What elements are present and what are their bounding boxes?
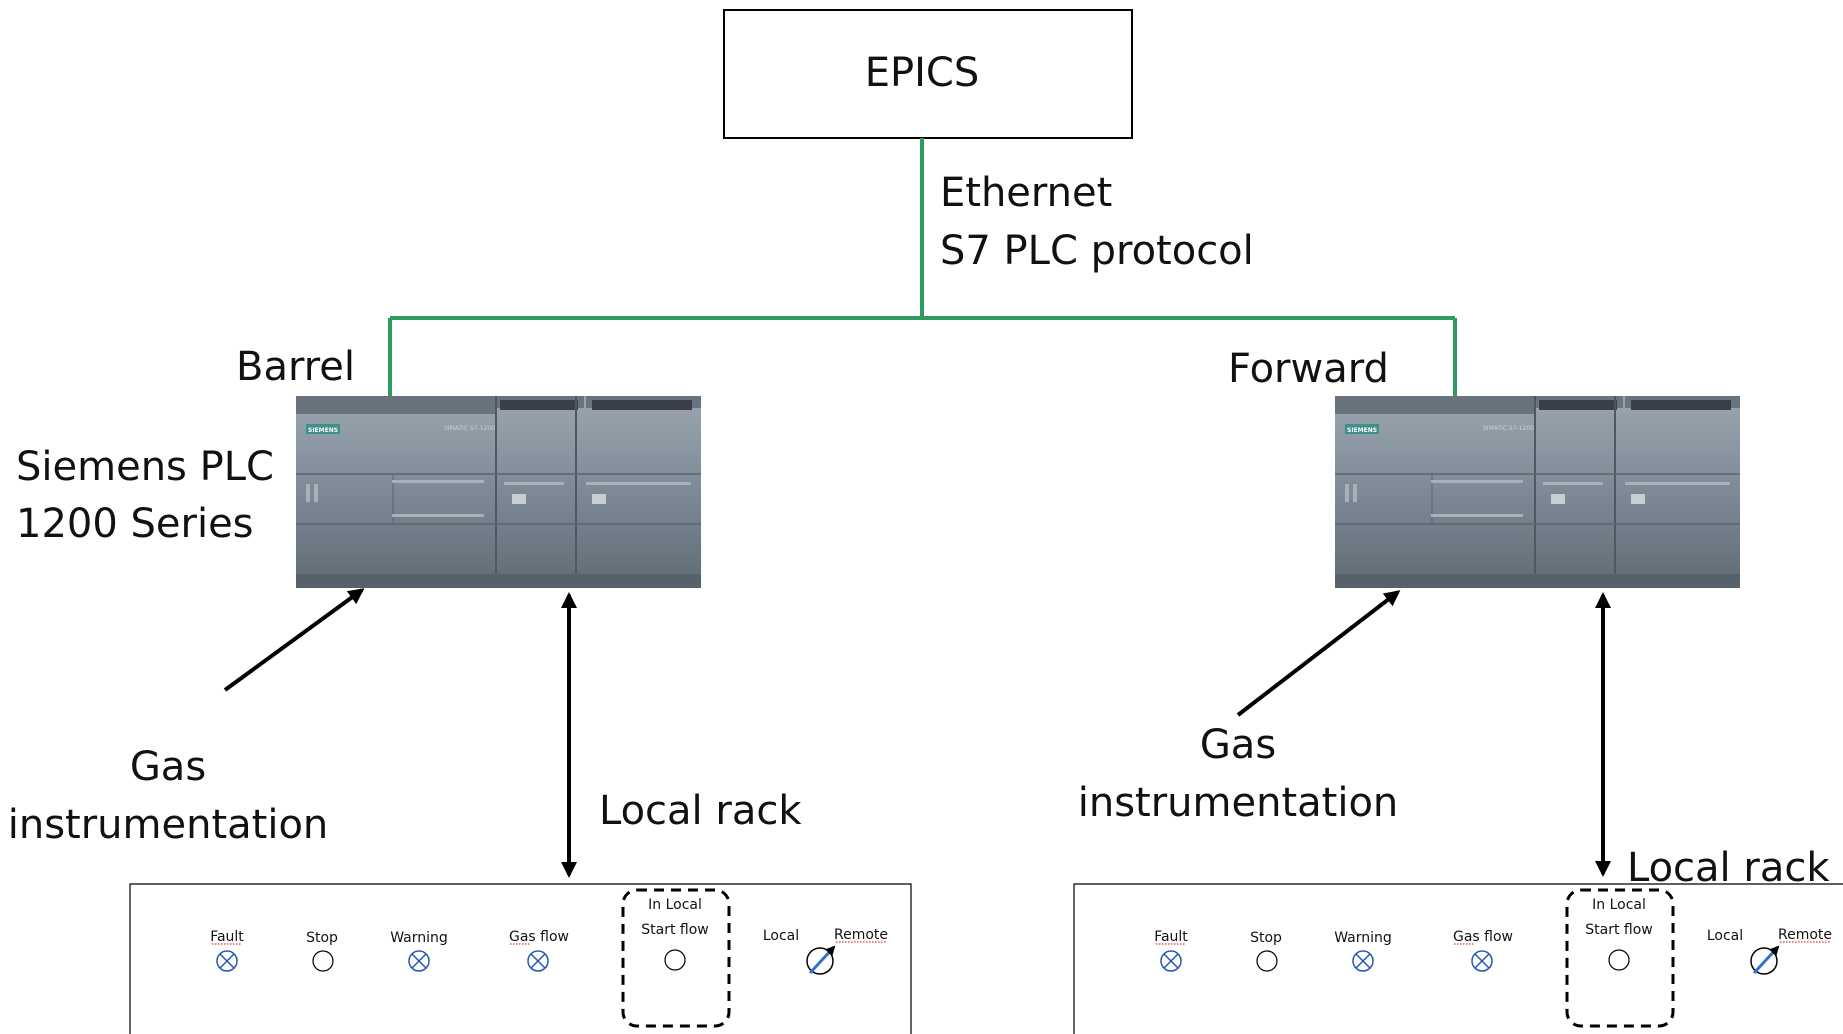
forward-start-flow-label: Start flow bbox=[1585, 922, 1652, 938]
barrel-stop-label: Stop bbox=[306, 930, 338, 946]
forward-start-flow-button[interactable] bbox=[1608, 949, 1630, 971]
forward-in-local-label: In Local bbox=[1592, 897, 1646, 913]
barrel-warning-label: Warning bbox=[390, 930, 448, 946]
forward-warning-indicator bbox=[1352, 950, 1374, 972]
forward-plc: SIEMENS SIMATIC S7-1200 bbox=[1335, 396, 1740, 588]
barrel-gasflow-indicator bbox=[527, 950, 549, 972]
forward-warning-label: Warning bbox=[1334, 930, 1392, 946]
barrel-rack-panel: Fault Stop Warning Gas flow In Local Sta… bbox=[129, 883, 912, 1034]
epics-label: EPICS bbox=[865, 50, 980, 96]
barrel-in-local-label: In Local bbox=[648, 897, 702, 913]
forward-gas-arrow bbox=[1236, 590, 1401, 717]
barrel-gasflow-label: Gas flow bbox=[509, 929, 569, 945]
forward-plc-model: SIMATIC S7-1200 bbox=[1483, 425, 1534, 432]
barrel-warning-indicator bbox=[408, 950, 430, 972]
forward-gasflow-indicator bbox=[1471, 950, 1493, 972]
barrel-start-flow-button[interactable] bbox=[664, 949, 686, 971]
plc-type-line1: Siemens PLC bbox=[16, 444, 274, 490]
forward-fault-label: Fault bbox=[1154, 929, 1188, 945]
barrel-local-label: Local bbox=[763, 928, 799, 944]
link-line1: Ethernet bbox=[940, 170, 1112, 216]
forward-rack-panel: Fault Stop Warning Gas flow In Local Sta… bbox=[1073, 883, 1843, 1034]
barrel-remote-label: Remote bbox=[834, 927, 888, 943]
forward-fault-indicator bbox=[1160, 950, 1182, 972]
forward-mode-switch[interactable] bbox=[1750, 945, 1780, 975]
barrel-title: Barrel bbox=[236, 344, 355, 390]
forward-title: Forward bbox=[1228, 346, 1389, 392]
barrel-gas-line1: Gas bbox=[130, 744, 206, 790]
ethernet-network bbox=[388, 138, 1457, 402]
forward-start-flow-group bbox=[1565, 888, 1675, 1028]
barrel-start-flow-label: Start flow bbox=[641, 922, 708, 938]
barrel-gas-arrow bbox=[223, 588, 365, 692]
forward-local-rack-label: Local rack bbox=[1627, 845, 1830, 891]
forward-gas-line1: Gas bbox=[1200, 722, 1276, 768]
forward-gas-line2: instrumentation bbox=[1078, 780, 1399, 826]
barrel-plc-model: SIMATIC S7-1200 bbox=[444, 425, 495, 432]
barrel-plc-brand: SIEMENS bbox=[308, 427, 338, 434]
barrel-mode-switch[interactable] bbox=[806, 945, 836, 975]
link-line2: S7 PLC protocol bbox=[940, 228, 1254, 274]
barrel-fault-indicator bbox=[216, 950, 238, 972]
barrel-fault-label: Fault bbox=[210, 929, 244, 945]
forward-stop-indicator bbox=[1256, 950, 1278, 972]
forward-remote-label: Remote bbox=[1778, 927, 1832, 943]
forward-plc-brand: SIEMENS bbox=[1347, 427, 1377, 434]
plc-type-line2: 1200 Series bbox=[16, 501, 254, 547]
barrel-plc: SIEMENS SIMATIC S7-1200 bbox=[296, 396, 701, 588]
forward-local-label: Local bbox=[1707, 928, 1743, 944]
barrel-local-rack-label: Local rack bbox=[599, 788, 802, 834]
epics-node: EPICS bbox=[723, 9, 1133, 139]
barrel-start-flow-group bbox=[621, 888, 731, 1028]
forward-gasflow-label: Gas flow bbox=[1453, 929, 1513, 945]
forward-stop-label: Stop bbox=[1250, 930, 1282, 946]
barrel-stop-indicator bbox=[312, 950, 334, 972]
barrel-gas-line2: instrumentation bbox=[8, 802, 329, 848]
